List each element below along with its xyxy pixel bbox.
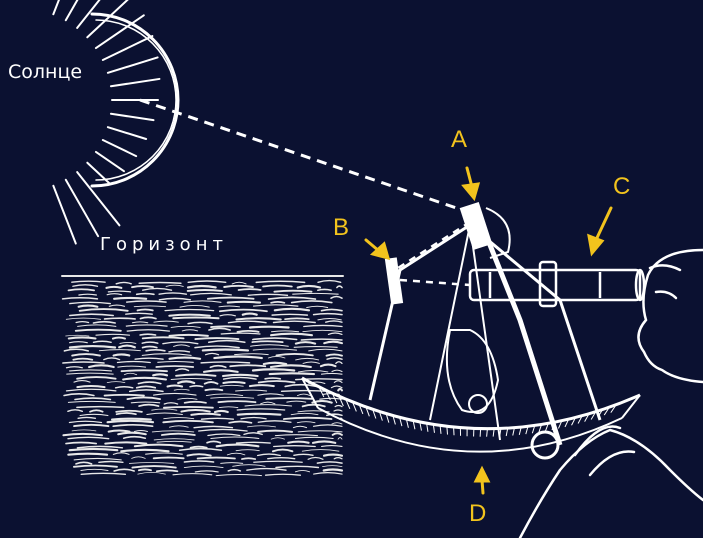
telescope-c — [470, 262, 644, 306]
marker-a-label: A — [451, 126, 467, 154]
sextant — [302, 215, 640, 458]
index-mirror-a — [460, 202, 510, 258]
sea-waves — [62, 276, 343, 476]
marker-d-label: D — [469, 500, 486, 528]
sun-icon — [53, 0, 178, 244]
marker-c-label: C — [613, 173, 630, 201]
marker-arrows — [366, 168, 611, 493]
sun-ray-line — [140, 100, 468, 212]
marker-b-label: B — [333, 214, 349, 242]
observer-face — [638, 250, 703, 382]
sun-label: Солнце — [8, 61, 82, 83]
horizon-label: Горизонт — [100, 234, 228, 255]
